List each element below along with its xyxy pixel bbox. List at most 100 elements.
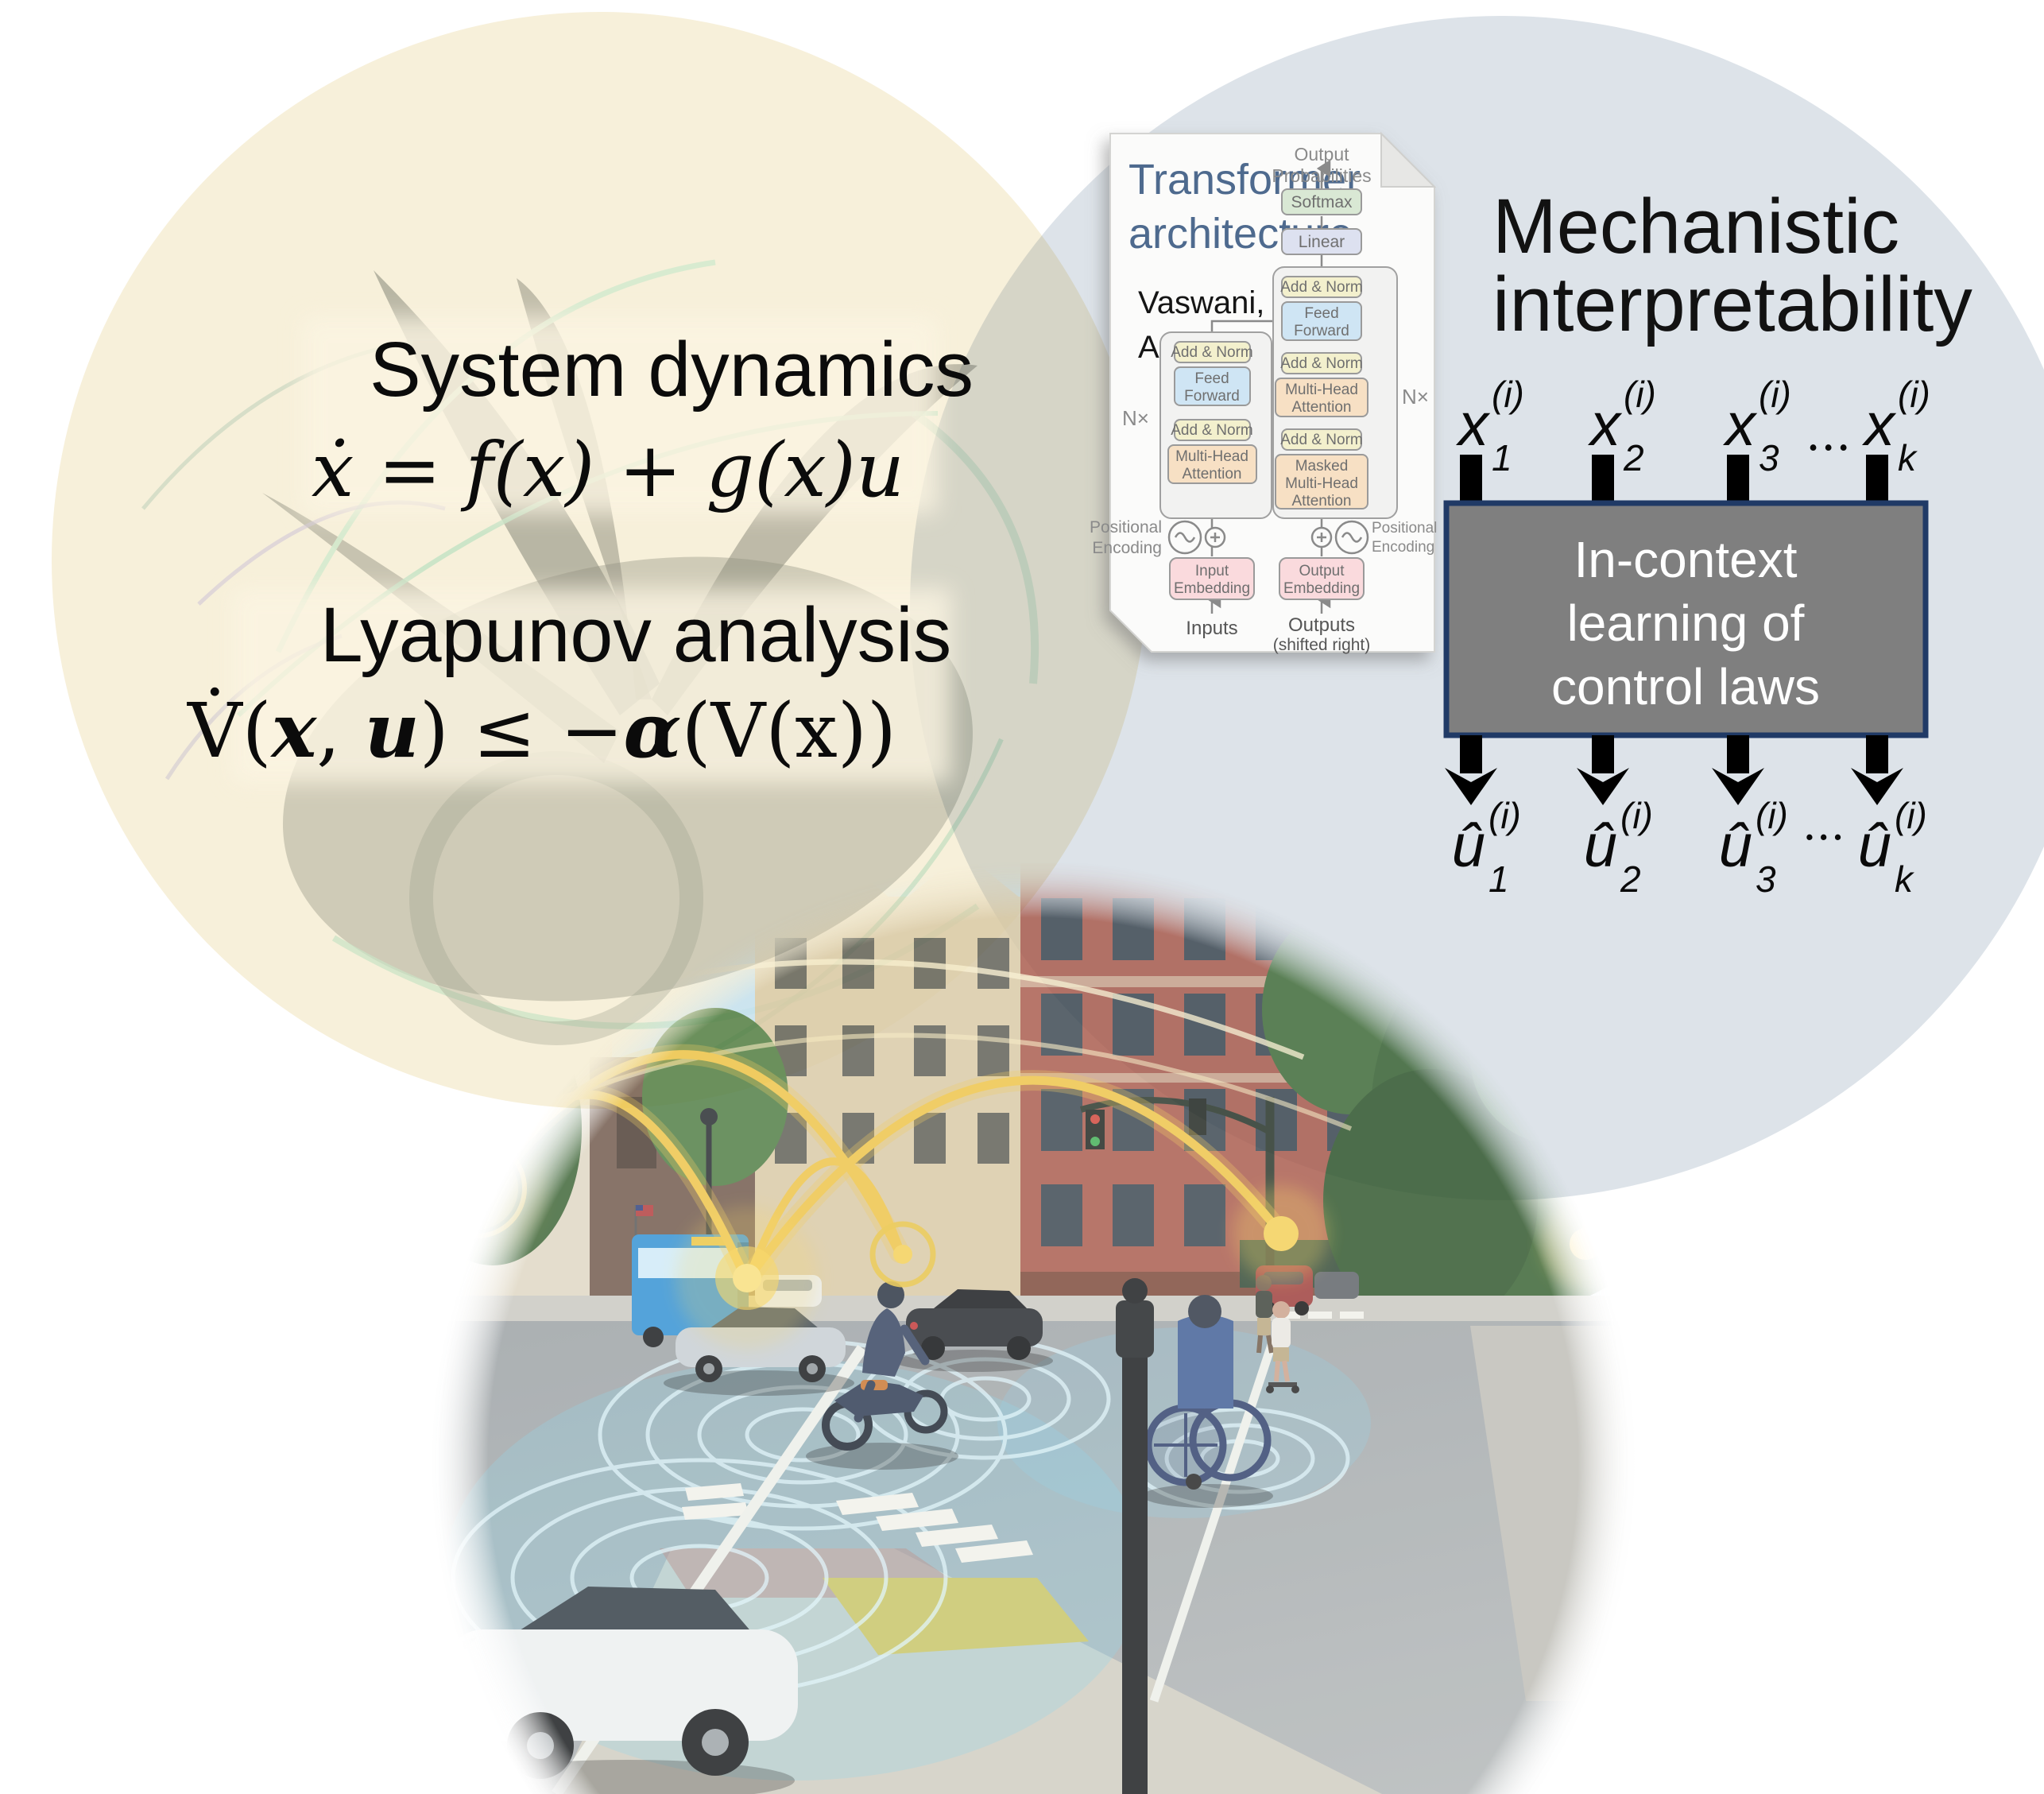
output-arrow [1712, 735, 1764, 805]
eq2-part: u [365, 687, 420, 775]
add-norm-box [1281, 352, 1362, 374]
add-norm-box [1174, 419, 1251, 441]
feed-forward-label: Forward [1294, 323, 1349, 339]
svg-text:(i): (i) [1620, 795, 1653, 836]
plus-circle-icon [1310, 526, 1333, 548]
lyapunov-block: Lyapunov analysis V̇(x, u) ≤ −α(V(x)) [187, 588, 951, 783]
left-circle-system-dynamics [52, 12, 1148, 1109]
eq2-part: ) ≤ − [420, 688, 624, 775]
input-label-x3: x (i) 3 [1722, 374, 1791, 479]
headrest [1188, 1295, 1221, 1328]
eq2-part: , [316, 688, 364, 775]
linear-box [1281, 228, 1362, 255]
svg-text:(i): (i) [1624, 374, 1656, 415]
sine-icon [1341, 532, 1363, 543]
input-arrow [1592, 455, 1614, 503]
output-probabilities-label: Output [1294, 144, 1349, 165]
taillight [910, 1322, 918, 1330]
svg-text:2: 2 [1620, 858, 1641, 900]
red-light [1090, 1114, 1100, 1124]
feed-forward-box [1174, 366, 1251, 406]
eq2-part: (V(x)) [682, 688, 896, 775]
svg-text:k: k [1898, 437, 1918, 479]
svg-text:(i): (i) [1492, 374, 1524, 415]
add-norm-label: Add & Norm [1171, 344, 1252, 361]
mha-label: Attention [1292, 399, 1352, 416]
svg-text:(i): (i) [1756, 795, 1788, 836]
mechanistic-interpretability-block: Mechanistic interpretability [1492, 183, 1972, 347]
svg-text:x: x [1722, 391, 1758, 459]
kid-on-scooter [1266, 1301, 1299, 1393]
note-citation-line1: Vaswani, [1138, 285, 1264, 320]
input-label-x2: x (i) 2 [1587, 374, 1656, 479]
system-dynamics-equation: ẋ = f(x) + g(x)u [312, 427, 904, 514]
lyapunov-heading: Lyapunov analysis [320, 591, 951, 678]
input-embedding-label: Input [1195, 563, 1229, 579]
system-dynamics-heading: System dynamics [370, 326, 974, 413]
white-sedan-foreground [445, 1587, 798, 1794]
black-car [894, 1289, 1053, 1372]
softmax-box [1281, 188, 1362, 215]
eq2-part: x [270, 687, 318, 775]
output-arrow [1577, 735, 1629, 805]
masked-mha-box [1275, 454, 1368, 510]
in-context-learning-box [1443, 500, 1929, 738]
input-arrow [1866, 455, 1888, 503]
output-embedding-box [1279, 557, 1365, 600]
output-control-labels: û (i) 1 û (i) 2 û (i) 3 ... û (i) k [1452, 795, 1927, 900]
svg-text:3: 3 [1756, 858, 1776, 900]
traffic-light [1189, 1098, 1206, 1135]
add-norm-label: Add & Norm [1171, 422, 1252, 439]
curb-ramp-yellow [823, 1578, 1089, 1655]
positional-encoding-label: Encoding [1372, 539, 1434, 556]
svg-text:û: û [1858, 812, 1891, 880]
masked-mha-label: Masked [1295, 458, 1349, 475]
add-norm-label: Add & Norm [1280, 279, 1362, 296]
nx-label-right: N× [1402, 385, 1429, 409]
right-sidewalk [1470, 1326, 1655, 1701]
green-light [1090, 1137, 1100, 1146]
tree-highlight [1470, 970, 1645, 1145]
transformer-note: Transformer architecture Vaswani, A., 20… [1090, 131, 1437, 654]
masked-mha-label: Attention [1292, 493, 1352, 510]
foreground-pole [1116, 1278, 1154, 1794]
system-dynamics-block: System dynamics ẋ = f(x) + g(x)u [302, 316, 974, 514]
input-ellipsis: ... [1806, 406, 1851, 462]
svg-text:1: 1 [1488, 858, 1509, 900]
eq2-part: α [623, 687, 681, 775]
outputs-label: (shifted right) [1273, 636, 1371, 654]
add-norm-box [1281, 276, 1362, 298]
feed-forward-label: Forward [1184, 388, 1240, 405]
output-label-u3: û (i) 3 [1719, 795, 1788, 900]
multi-head-attention-box [1167, 444, 1257, 484]
note-dog-ear [1380, 131, 1437, 188]
mha-label: Multi-Head [1175, 448, 1248, 465]
feed-forward-label: Feed [1194, 370, 1229, 387]
outputs-label: Outputs [1288, 614, 1355, 636]
svg-text:3: 3 [1759, 437, 1779, 479]
transformer-diagram: Output Probabilities [1090, 144, 1437, 654]
positional-encoding-label: Encoding [1092, 539, 1162, 557]
crosswalk-stripes [682, 1312, 1364, 1563]
add-norm-label: Add & Norm [1280, 432, 1362, 448]
add-norm-box [1174, 341, 1251, 363]
input-arrow [1460, 455, 1482, 503]
output-arrows [1445, 735, 1903, 805]
box-text-line3: control laws [1551, 658, 1820, 715]
plus-circle-icon [1204, 526, 1226, 548]
nx-label-left: N× [1122, 406, 1149, 430]
svg-text:û: û [1719, 812, 1752, 880]
svg-text:x: x [1861, 391, 1897, 459]
person-back [1178, 1315, 1233, 1408]
in-context-learning-diagram: x (i) 1 x (i) 2 x (i) 3 ... x (i) k [1443, 374, 1930, 900]
linear-label: Linear [1299, 233, 1345, 251]
svg-text:(i): (i) [1898, 374, 1930, 415]
lane-line [1149, 1343, 1276, 1703]
text-band [302, 316, 938, 513]
output-label-u2: û (i) 2 [1584, 795, 1653, 900]
svg-text:(i): (i) [1759, 374, 1791, 415]
input-label-xk: x (i) k [1861, 374, 1930, 479]
svg-text:û: û [1452, 812, 1485, 880]
feed-forward-box [1281, 301, 1362, 341]
